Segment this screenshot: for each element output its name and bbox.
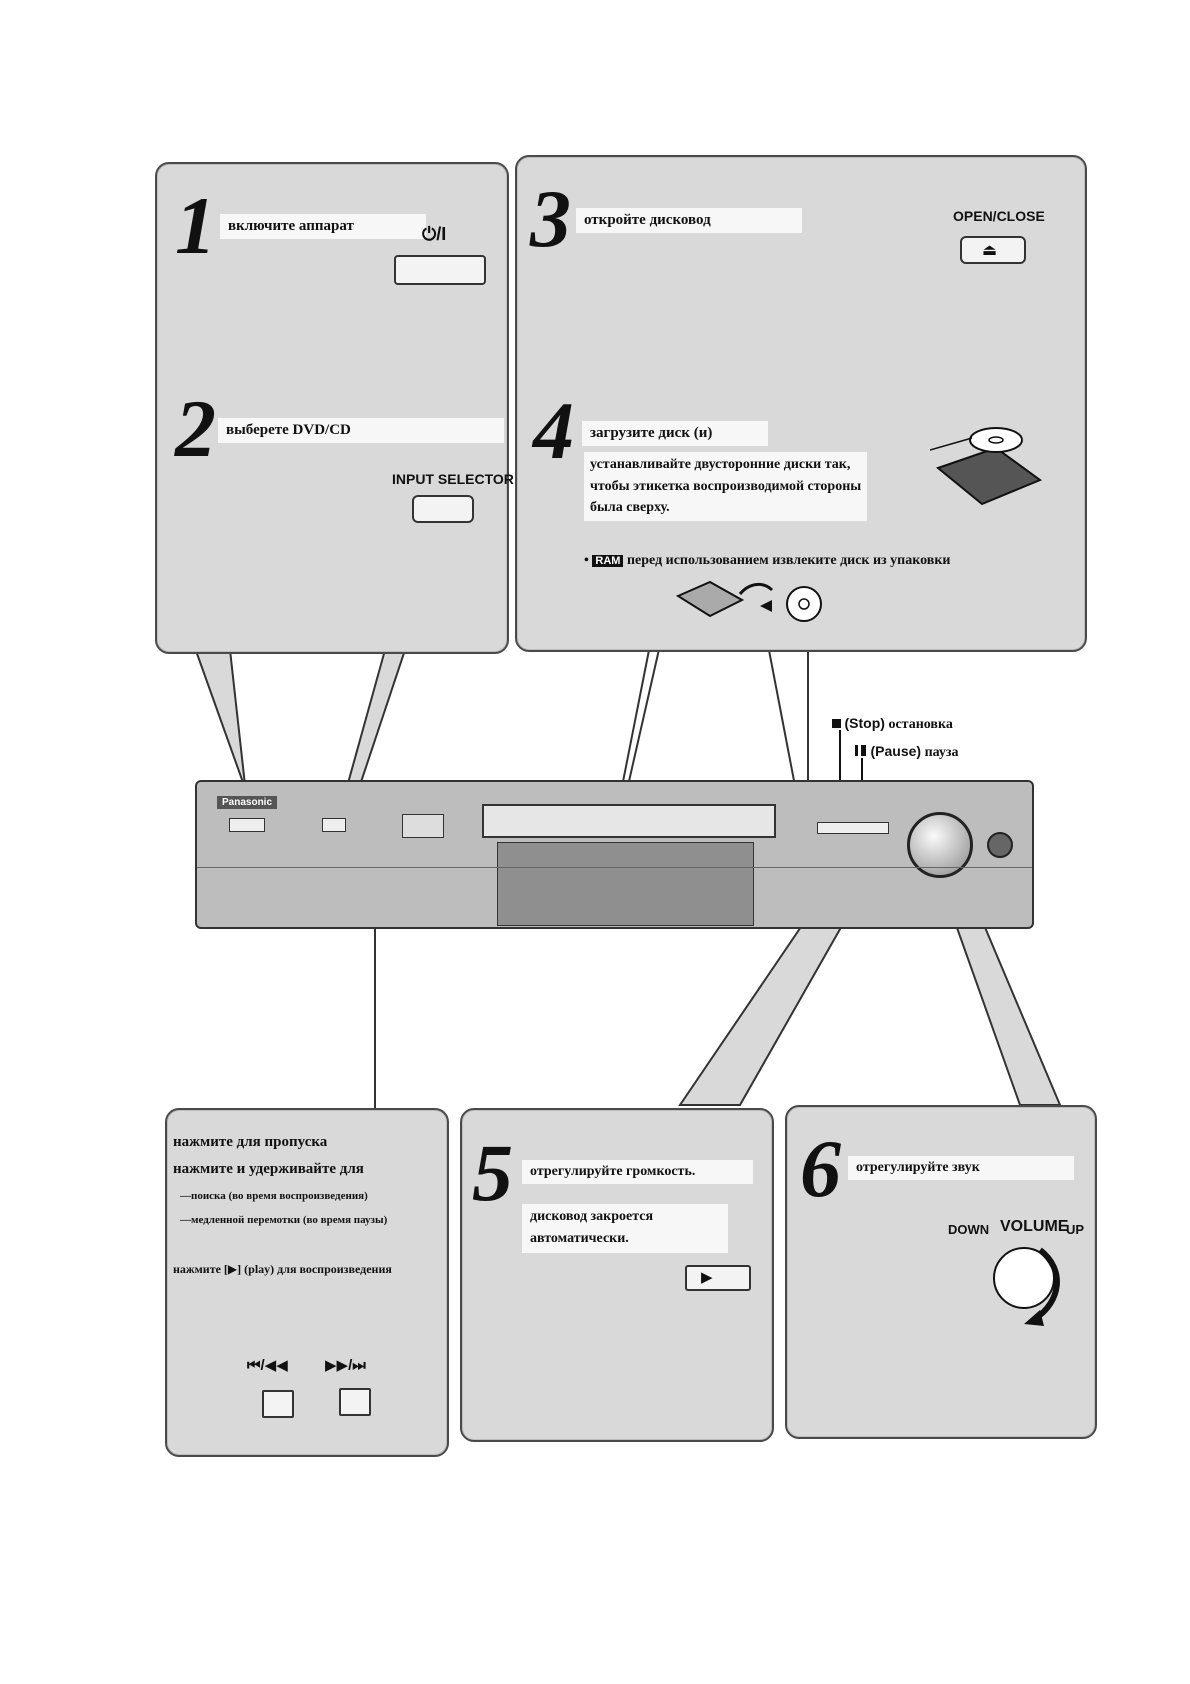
- stop-text: остановка: [888, 717, 953, 732]
- step-1-label: включите аппарат: [220, 214, 426, 239]
- play-button-icon: ▶: [701, 1269, 713, 1286]
- pause-name: (Pause): [870, 743, 922, 759]
- volume-knob[interactable]: [907, 812, 973, 878]
- note-1-line-3: была сверху.: [590, 500, 670, 516]
- skip-line-1: нажмите для пропуска: [173, 1134, 328, 1150]
- step-5-note-line-2: автоматически.: [530, 1231, 629, 1247]
- volume-label: VOLUME: [1000, 1218, 1069, 1235]
- play-suffix: ] (play) для воспроизведения: [237, 1262, 392, 1276]
- panel-steps-1-2: [155, 162, 509, 654]
- play-prefix: нажмите [: [173, 1262, 228, 1276]
- skip-sub-1: —поиска (во время воспроизведения): [180, 1190, 368, 1202]
- skip-line-2: нажмите и удерживайте для: [173, 1161, 364, 1177]
- input-selector-switch[interactable]: [322, 818, 346, 832]
- play-instruction: нажмите [▶] (play) для воспроизведения: [173, 1260, 392, 1279]
- step-3-label: откройте дисковод: [576, 208, 802, 233]
- tray-base: [497, 842, 754, 926]
- eject-icon: ⏏: [982, 242, 998, 259]
- input-selector-button[interactable]: [412, 495, 474, 523]
- prev-skip-caption: ⏮/◀◀: [247, 1357, 288, 1374]
- input-selector-caption: INPUT SELECTOR: [392, 471, 514, 487]
- note-1-line-2: чтобы этикетка воспроизводимой стороны: [590, 478, 862, 494]
- step-6-label: отрегулируйте звук: [848, 1156, 1074, 1180]
- skip-buttons-group[interactable]: [402, 814, 444, 838]
- next-skip-button[interactable]: [339, 1388, 371, 1416]
- step-4-number: 4: [533, 385, 574, 476]
- brand-logo: Panasonic: [217, 796, 278, 809]
- pause-text: пауза: [924, 745, 959, 760]
- next-skip-caption: ▶▶/⏭: [325, 1357, 366, 1374]
- transport-buttons[interactable]: [817, 822, 889, 834]
- step-4-note-2: • RAM перед использованием извлеките дис…: [584, 553, 950, 569]
- bullet: •: [584, 553, 589, 568]
- open-close-button[interactable]: [960, 236, 1026, 264]
- step-5-note-line-1: дисковод закроется: [530, 1209, 654, 1224]
- step-4-label: загрузите диск (и): [582, 421, 768, 446]
- step-4-note-1: устанавливайте двусторонние диски так, ч…: [584, 452, 868, 522]
- stop-name: (Stop): [844, 715, 885, 731]
- panel-skip-search: [165, 1108, 449, 1457]
- step-5-label: отрегулируйте громкость.: [522, 1160, 753, 1184]
- step-5-note: дисковод закроется автоматически.: [522, 1204, 728, 1253]
- pause-icon: [855, 745, 861, 756]
- step-2-label: выберете DVD/CD: [218, 418, 504, 443]
- stop-icon: [832, 719, 841, 728]
- disc-tray: [482, 804, 776, 838]
- prev-skip-button[interactable]: [262, 1390, 294, 1418]
- step-2-number: 2: [175, 383, 216, 474]
- skip-sub-2: —медленной перемотки (во время паузы): [180, 1214, 388, 1226]
- note-2-text: перед использованием извлеките диск из у…: [626, 553, 951, 568]
- power-switch[interactable]: [229, 818, 265, 832]
- step-6-number: 6: [800, 1123, 841, 1214]
- volume-up-label: UP: [1066, 1222, 1085, 1237]
- power-symbol: ⏻/I: [422, 224, 447, 244]
- note-1-line-1: устанавливайте двусторонние диски так,: [590, 457, 851, 472]
- stop-label: (Stop) остановка: [832, 712, 953, 736]
- open-close-caption: OPEN/CLOSE: [953, 208, 1045, 224]
- cartridge-illustration: [675, 576, 826, 624]
- pause-label: (Pause) пауза: [855, 740, 959, 764]
- dvd-player-front: Panasonic: [195, 780, 1034, 929]
- headphone-jack: [987, 832, 1013, 858]
- disc-tray-illustration: [929, 420, 1045, 508]
- volume-down-label: DOWN: [948, 1222, 990, 1237]
- play-icon: ▶: [227, 1262, 238, 1276]
- step-5-number: 5: [472, 1127, 513, 1218]
- play-button[interactable]: ▶: [685, 1265, 751, 1291]
- base-divider: [197, 867, 1032, 868]
- step-3-number: 3: [530, 173, 571, 264]
- step-1-number: 1: [175, 180, 216, 271]
- volume-dial-illustration[interactable]: [988, 1240, 1068, 1330]
- power-button[interactable]: [394, 255, 486, 285]
- ram-badge: RAM: [592, 555, 624, 567]
